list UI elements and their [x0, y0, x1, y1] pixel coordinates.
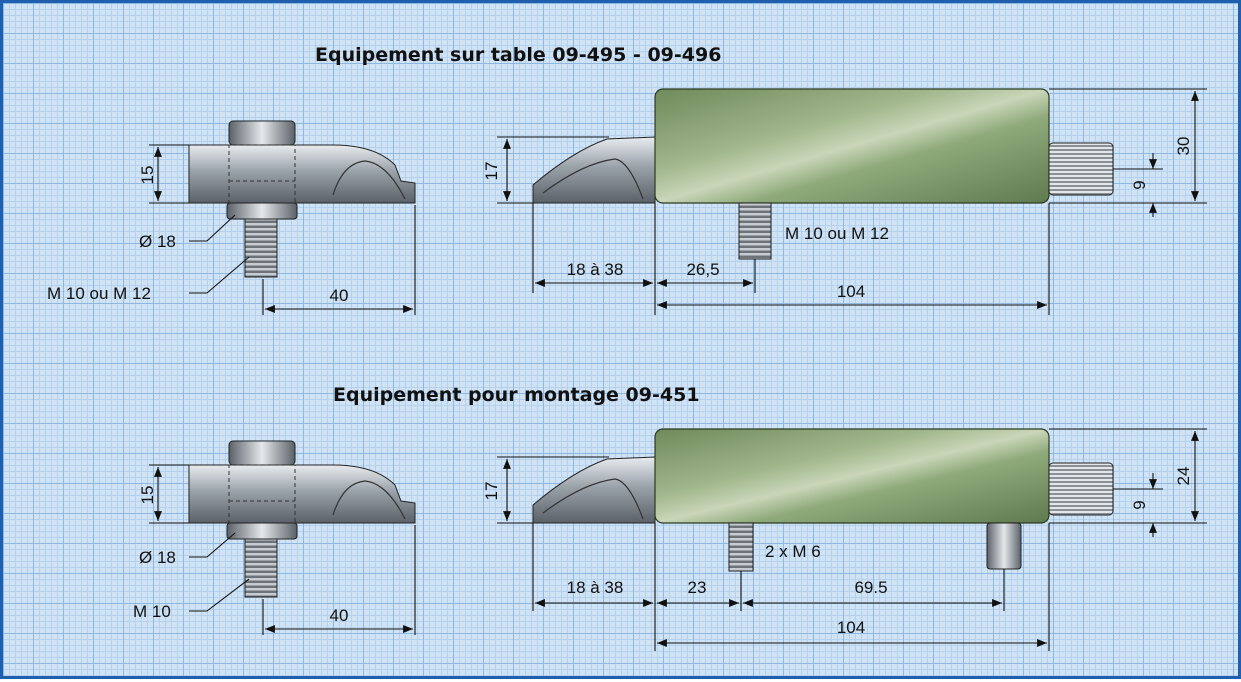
clamp-nut-top: [228, 120, 296, 146]
section-table-equipment: Equipement sur table 09-495 - 09-496 15 …: [47, 44, 1207, 315]
clamp-length-label: 40: [330, 606, 349, 625]
locating-pin: [986, 522, 1022, 570]
jaw-range-label: 18 à 38: [567, 260, 624, 279]
unit-drawing: [532, 428, 1114, 572]
mounting-screw: [728, 522, 754, 572]
section-mounting-equipment: Equipement pour montage 09-451 15 Ø 18 M…: [133, 384, 1207, 651]
screw-height-label: 9: [1130, 180, 1149, 189]
section-title: Equipement pour montage 09-451: [333, 384, 700, 406]
jaw-range-label: 18 à 38: [567, 578, 624, 597]
clamp-thread: [244, 538, 278, 598]
clamp-height-label: 15: [138, 166, 157, 185]
clamp-height-label: 15: [138, 486, 157, 505]
clamp-washer: [226, 202, 298, 220]
clamp-length-label: 40: [330, 286, 349, 305]
jaw: [532, 136, 656, 204]
clamp-thread: [244, 218, 278, 278]
pin-offset-label: 69.5: [854, 578, 887, 597]
vise-body: [654, 88, 1050, 204]
total-length-label: 104: [837, 282, 865, 301]
unit-drawing: [532, 88, 1114, 260]
jaw-height-label: 17: [482, 482, 501, 501]
clamp-thread-label: M 10 ou M 12: [47, 284, 151, 303]
screw-offset-label: 26,5: [686, 260, 719, 279]
clamp-body: [188, 464, 416, 524]
adjust-knob: [1048, 462, 1114, 516]
clamp-nut-top: [228, 440, 296, 466]
clamp-drawing: [188, 440, 416, 598]
body-height-label: 24: [1174, 467, 1193, 486]
jaw-height-label: 17: [482, 162, 501, 181]
clamp-diameter-label: Ø 18: [139, 548, 176, 567]
vise-body: [654, 428, 1050, 524]
body-height-label: 30: [1174, 137, 1193, 156]
screw-height-label: 9: [1130, 500, 1149, 509]
screw-offset-label: 23: [688, 578, 707, 597]
clamp-thread-label: M 10: [133, 602, 171, 621]
screw-label: M 10 ou M 12: [785, 224, 889, 243]
drawing-canvas: Equipement sur table 09-495 - 09-496 15 …: [47, 44, 1207, 651]
total-length-label: 104: [837, 618, 865, 637]
section-title: Equipement sur table 09-495 - 09-496: [315, 44, 721, 66]
screw-label: 2 x M 6: [765, 542, 821, 561]
mounting-screw: [738, 202, 772, 260]
jaw: [532, 456, 656, 524]
clamp-washer: [226, 522, 298, 540]
adjust-knob: [1048, 142, 1114, 196]
clamp-drawing: [188, 120, 416, 278]
clamp-body: [188, 144, 416, 204]
clamp-diameter-label: Ø 18: [139, 232, 176, 251]
